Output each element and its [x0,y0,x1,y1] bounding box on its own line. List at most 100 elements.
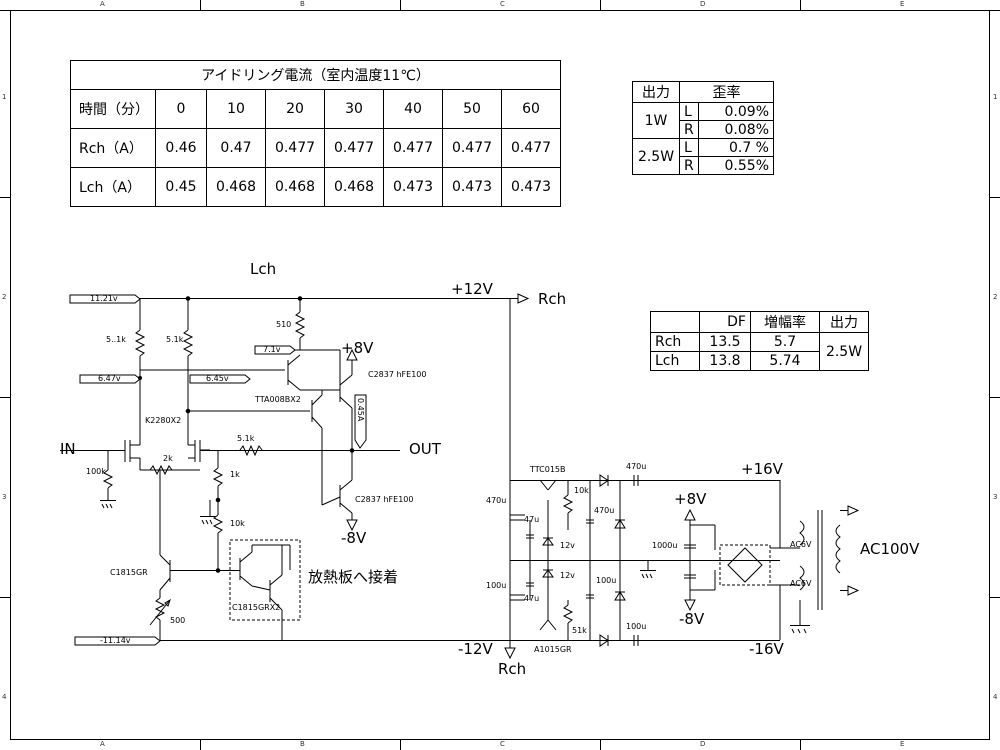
zone-row-4-right: 4 [993,693,998,701]
voltage-7-1: 7.1v [263,345,281,354]
a1015-label: A1015GR [534,645,572,654]
plus16-label: +16V [741,460,783,478]
zone-row-3-right: 3 [993,493,998,501]
df-header: 出力 [819,311,869,333]
zener-12v-top: 12v [560,541,575,550]
time-col: 10 [206,89,266,129]
table-row: Rch（A） 0.46 0.47 0.477 0.477 0.477 0.477… [70,128,561,168]
table-row: Rch 13.5 5.7 2.5W [650,332,869,371]
idle-current-table: アイドリング電流（室内温度11℃） 時間（分） 0 10 20 30 40 50… [70,60,561,207]
ac100v-label: AC100V [860,540,920,558]
df-header: DF [699,311,751,333]
minus8-amp-label: -8V [341,529,367,547]
minus16-label: -16V [749,640,784,658]
zone-row-2-left: 2 [2,293,7,301]
df-header [650,311,700,333]
df-output: 2.5W [819,332,869,371]
power-cell: 1W [632,102,680,139]
flag-6-45 [189,374,251,384]
zone-row-2-right: 2 [993,293,998,301]
resistor-5-1k-b: 5.1k [166,335,184,344]
zone-col-c-top: C [500,0,505,8]
cap-470u-mid: 470u [594,506,615,515]
c1815-label: C1815GR [110,568,148,577]
table-cell: 0.473 [442,167,502,207]
gain-value: 5.74 [750,351,820,371]
value-cell: 0.09% [698,102,774,121]
cap-1000u: 1000u [652,541,678,550]
time-col: 0 [155,89,207,129]
zone-col-e-top: E [900,0,905,8]
channel-cell: L [679,102,699,121]
col-distortion: 歪率 [679,81,774,103]
df-header: 増幅率 [750,311,820,333]
minus12-label: -12V [458,640,493,658]
c1815x2-label: C1815GRX2 [232,603,281,612]
flag-7-1 [254,345,296,355]
table-cell: 0.45 [155,167,207,207]
resistor-51k: 51k [572,626,587,635]
plus12-label: +12V [451,280,493,298]
idle-table-title: アイドリング電流（室内温度11℃） [70,60,561,90]
voltage-neg11-14: -11.14v [100,636,131,645]
resistor-2k: 2k [163,454,173,463]
resistor-10k-psu: 10k [574,486,589,495]
plus8-psu-label: +8V [674,490,707,508]
flag-neg11-14 [74,636,161,646]
df-value: 13.5 [699,332,751,352]
zone-row-4-left: 4 [2,693,7,701]
table-cell: 0.468 [324,167,384,207]
cap-470u-top: 470u [626,462,647,471]
rch-arrow-bottom [504,647,516,660]
output-label: OUT [409,440,441,458]
df-channel: Rch [650,332,700,352]
fet-label: K2280X2 [145,416,182,425]
voltage-6-47: 6.47v [98,374,121,383]
input-label: IN [60,440,76,458]
table-cell: 0.477 [501,128,561,168]
df-gain-table: DF 増幅率 出力 Rch 13.5 5.7 2.5W Lch 13.8 5.7… [650,311,869,371]
time-col: 40 [383,89,443,129]
channel-cell: R [679,156,699,175]
minus8-psu-label: -8V [679,610,705,628]
flag-6-47 [79,374,141,384]
zone-col-d-bottom: D [700,740,706,748]
rch-top-label: Rch [538,290,567,308]
df-value: 13.8 [699,351,751,371]
time-col: 20 [265,89,325,129]
voltage-6-45: 6.45v [206,374,229,383]
plus8-amp-label: +8V [341,339,374,357]
table-cell: 0.477 [265,128,325,168]
distortion-table: 出力 歪率 1W L 0.09% R 0.08% 2.5W L 0.7 % R … [632,81,774,175]
table-row: Lch 13.8 5.74 [650,351,869,371]
df-channel: Lch [650,351,700,371]
cap-470u-left: 470u [486,496,507,505]
value-cell: 0.55% [698,156,774,175]
zone-col-a-top: A [100,0,105,8]
resistor-500: 500 [170,616,186,625]
table-cell: 0.477 [442,128,502,168]
channel-cell: L [679,138,699,157]
row-label: Lch（A） [70,167,156,207]
table-row: Lch（A） 0.45 0.468 0.468 0.468 0.473 0.47… [70,167,561,207]
heatsink-note: 放熱板へ接着 [308,568,399,586]
time-col: 50 [442,89,502,129]
ttc015b-label: TTC015B [530,465,566,474]
table-cell: 0.477 [383,128,443,168]
rch-bottom-label: Rch [498,660,527,678]
table-cell: 0.473 [501,167,561,207]
channel-label: Lch [250,260,277,278]
table-cell: 0.468 [265,167,325,207]
zone-row-1-left: 1 [2,93,7,101]
flag-11-21 [69,294,141,304]
resistor-1k: 1k [230,470,240,479]
resistor-10k: 10k [230,519,245,528]
zener-12v-bottom: 12v [560,571,575,580]
zone-col-e-bottom: E [900,740,905,748]
table-cell: 0.473 [383,167,443,207]
rch-arrow-top [517,293,530,304]
ac6v-top: AC6V [790,540,812,549]
table-cell: 0.47 [206,128,266,168]
